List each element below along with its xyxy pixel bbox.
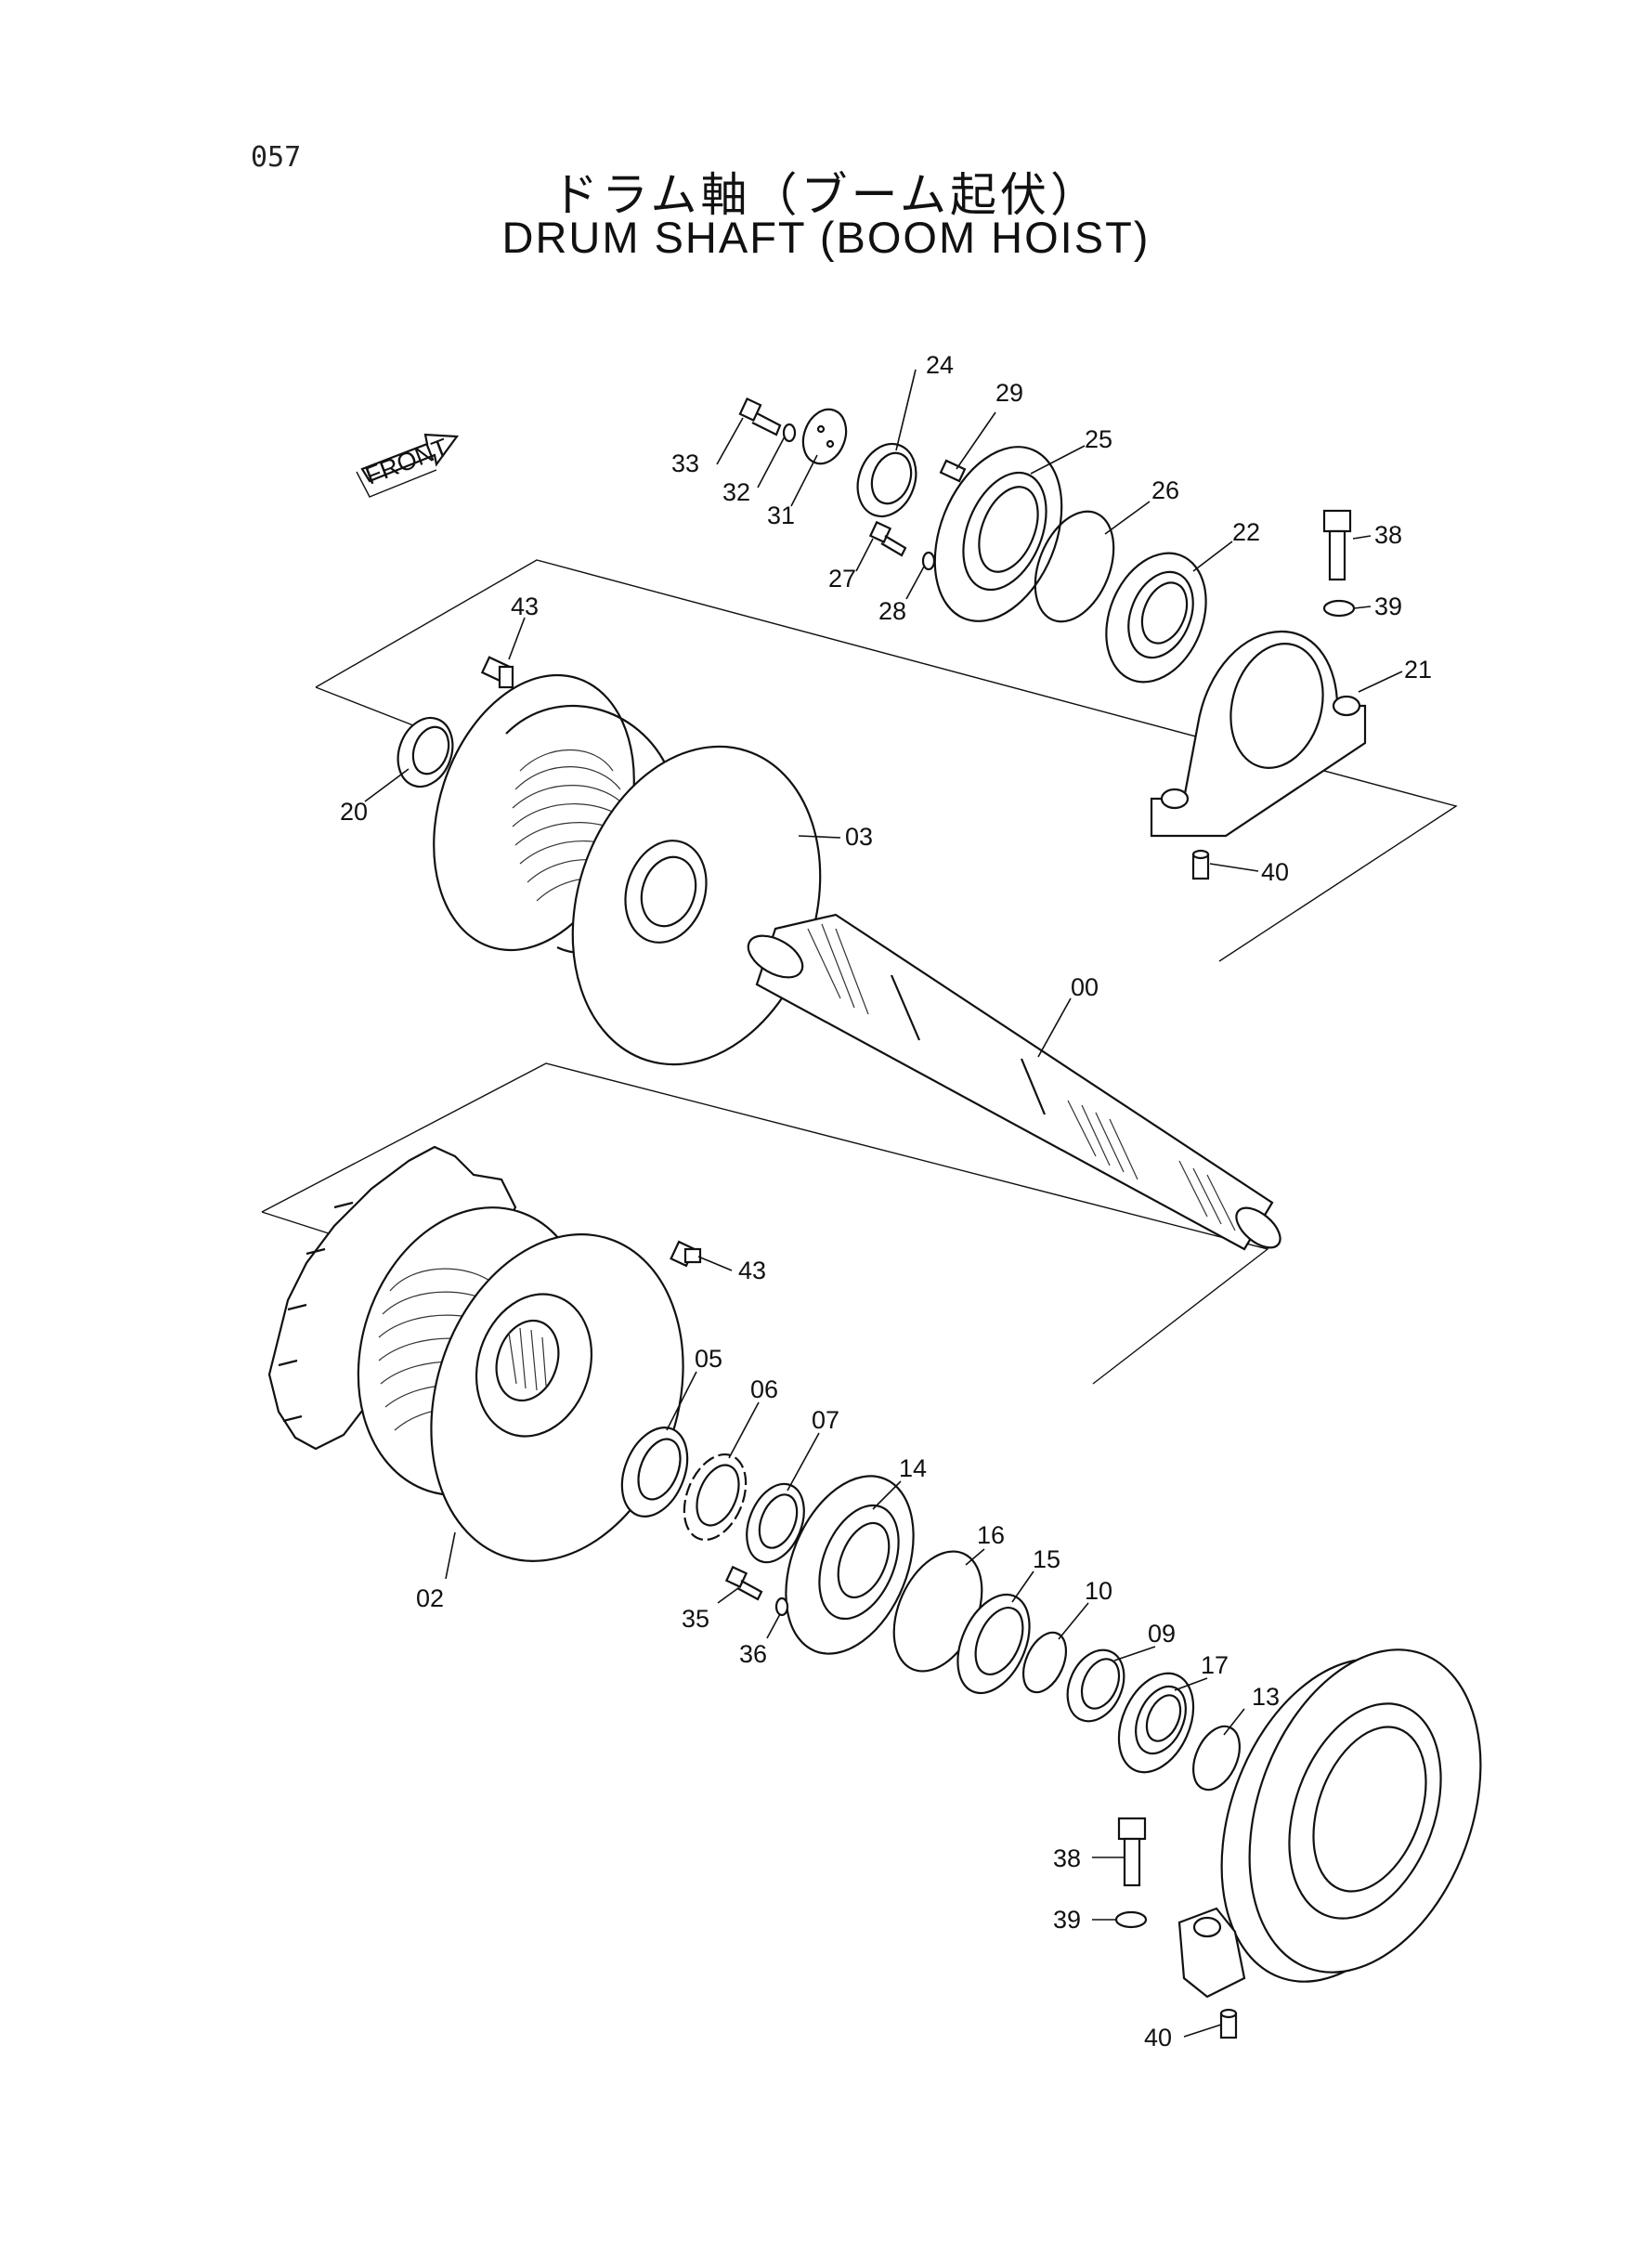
callout-02: 02 bbox=[416, 1584, 444, 1612]
part-21-pillow-block bbox=[1150, 630, 1367, 838]
title-japanese: ドラム軸（ブーム起伏） bbox=[552, 168, 1100, 222]
part-39a-washer bbox=[1322, 599, 1356, 618]
callout-31: 31 bbox=[767, 502, 795, 529]
callout-17: 17 bbox=[1201, 1651, 1229, 1679]
part-36-washer bbox=[774, 1596, 789, 1617]
part-03-drum bbox=[433, 673, 822, 1066]
callout-28: 28 bbox=[878, 597, 906, 625]
callout-38-lower: 38 bbox=[1053, 1844, 1081, 1872]
callout-43-upper: 43 bbox=[511, 593, 539, 620]
callout-13: 13 bbox=[1252, 1683, 1280, 1711]
callout-06: 06 bbox=[750, 1375, 778, 1403]
callout-14: 14 bbox=[899, 1454, 927, 1482]
callout-27: 27 bbox=[828, 565, 856, 593]
part-06-lock-washer bbox=[683, 1453, 748, 1542]
part-05-seal bbox=[620, 1427, 689, 1518]
part-09-collar bbox=[1066, 1648, 1125, 1723]
part-20-seal bbox=[397, 716, 454, 788]
callout-26: 26 bbox=[1151, 476, 1179, 504]
callout-40-lower: 40 bbox=[1144, 2024, 1172, 2052]
callout-09: 09 bbox=[1148, 1620, 1176, 1648]
callout-29: 29 bbox=[995, 379, 1023, 407]
part-40b-pin bbox=[1219, 2008, 1238, 2039]
callout-05: 05 bbox=[695, 1345, 722, 1373]
callout-22: 22 bbox=[1232, 518, 1260, 546]
part-22-bearing bbox=[1105, 552, 1207, 684]
part-43a-grease-fitting bbox=[480, 656, 514, 689]
part-00-shaft bbox=[747, 913, 1281, 1251]
part-26-o-ring bbox=[1034, 510, 1115, 623]
callout-20: 20 bbox=[340, 798, 368, 826]
part-35-bolt bbox=[724, 1565, 763, 1601]
callout-39-lower: 39 bbox=[1053, 1906, 1081, 1934]
callout-36: 36 bbox=[739, 1640, 767, 1668]
part-40a-pin bbox=[1191, 849, 1210, 880]
leader-lines bbox=[364, 369, 1403, 2038]
part-27-bolt bbox=[868, 520, 907, 557]
callout-16: 16 bbox=[977, 1521, 1005, 1549]
callout-43-lower: 43 bbox=[738, 1257, 766, 1284]
callout-25: 25 bbox=[1085, 425, 1112, 453]
title-english: DRUM SHAFT (BOOM HOIST) bbox=[501, 213, 1151, 262]
page-number: 057 bbox=[251, 141, 302, 174]
callout-21: 21 bbox=[1404, 656, 1432, 684]
part-24-seal bbox=[856, 442, 917, 518]
part-43b-grease-fitting bbox=[670, 1240, 702, 1268]
callout-00: 00 bbox=[1071, 973, 1099, 1001]
part-02-drum-sprocket bbox=[267, 1145, 684, 1562]
callout-33: 33 bbox=[671, 449, 699, 477]
part-33-bolt bbox=[738, 397, 782, 436]
part-15-seal bbox=[956, 1593, 1031, 1695]
part-28-washer bbox=[921, 551, 936, 571]
callout-07: 07 bbox=[812, 1406, 839, 1434]
callout-38-upper: 38 bbox=[1374, 521, 1402, 549]
callout-39-upper: 39 bbox=[1374, 593, 1402, 620]
part-31-plate bbox=[801, 408, 848, 465]
part-29-fitting bbox=[939, 459, 967, 483]
part-14-cover bbox=[785, 1475, 915, 1655]
part-25-cover bbox=[933, 446, 1063, 622]
callout-24: 24 bbox=[926, 351, 954, 379]
callout-32: 32 bbox=[722, 478, 750, 506]
lower-housing bbox=[1177, 1648, 1482, 1999]
callout-15: 15 bbox=[1033, 1545, 1060, 1573]
part-38b-bolt bbox=[1117, 1817, 1147, 1887]
part-32-washer bbox=[782, 423, 797, 443]
part-10-o-ring bbox=[1021, 1631, 1068, 1694]
part-38a-bolt bbox=[1322, 509, 1352, 581]
lower-assembly-outline bbox=[261, 1062, 1269, 1385]
front-arrow-icon: FRONT bbox=[356, 433, 460, 498]
callout-40-upper: 40 bbox=[1261, 858, 1289, 886]
part-39b-washer bbox=[1114, 1910, 1148, 1929]
callout-35: 35 bbox=[682, 1605, 709, 1633]
callout-03: 03 bbox=[845, 823, 873, 851]
callouts: 24 29 25 26 22 38 39 21 40 33 32 31 27 2… bbox=[340, 351, 1432, 2052]
callout-10: 10 bbox=[1085, 1577, 1112, 1605]
part-17-bearing bbox=[1117, 1672, 1195, 1774]
